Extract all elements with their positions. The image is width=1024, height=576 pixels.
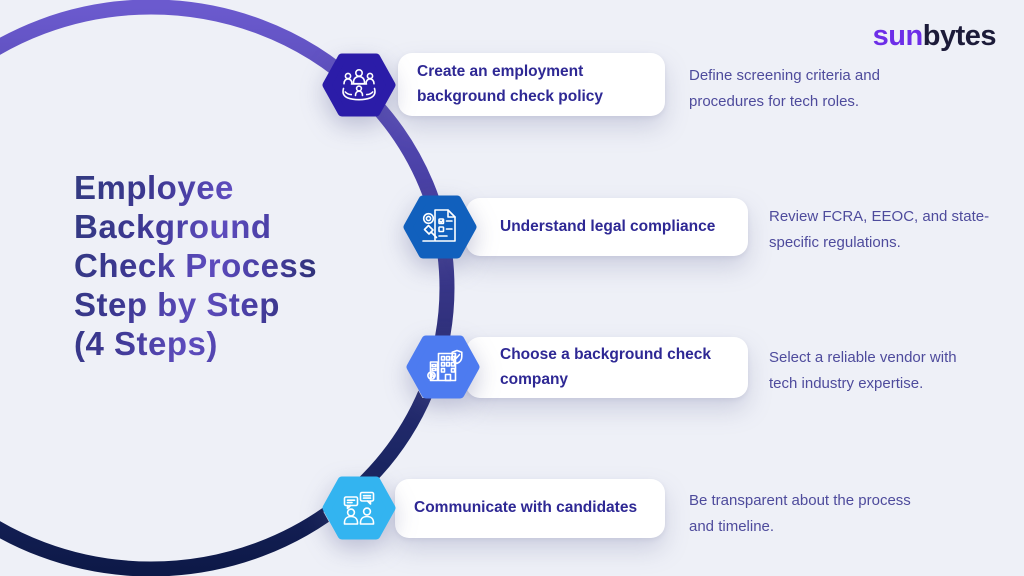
- page-title-line: Check Process: [74, 247, 318, 284]
- team-in-hands-icon: [342, 69, 376, 101]
- page-title: Employee Background Check Process Step b…: [74, 168, 317, 363]
- step-hexagon-2: [403, 195, 477, 259]
- logo-part-sun: sun: [872, 20, 924, 52]
- step-card-4: Communicate with candidates: [395, 479, 665, 538]
- step-title: Choose a background check company: [500, 346, 712, 388]
- page-title-line: Employee: [74, 169, 234, 206]
- legal-compliance-icon: [422, 209, 456, 242]
- step-hexagon-4: [322, 476, 396, 540]
- step-description-1: Define screening criteria and procedures…: [689, 67, 880, 110]
- step-title: Understand legal compliance: [500, 217, 716, 235]
- step-hexagon-1: [322, 53, 396, 117]
- step-description-3: Select a reliable vendor with tech indus…: [769, 349, 957, 392]
- step-description-4: Be transparent about the process and tim…: [689, 492, 911, 535]
- step-card-3: Choose a background check company: [466, 337, 748, 398]
- step-card-1: Create an employment background check po…: [398, 53, 665, 116]
- chat-people-icon: [343, 491, 375, 525]
- step-card-2: Understand legal compliance: [466, 198, 748, 256]
- step-title: Create an employment background check po…: [417, 63, 604, 105]
- logo-part-bytes: bytes: [922, 20, 997, 52]
- step-hexagon-3: [406, 335, 480, 399]
- step-description-2: Review FCRA, EEOC, and state-specific re…: [769, 208, 990, 251]
- sunbytes-logo: sunbytes: [872, 20, 997, 53]
- company-building-icon: [427, 349, 463, 382]
- step-title: Communicate with candidates: [414, 499, 638, 517]
- page-title-line: Step by Step: [74, 286, 280, 323]
- page-title-line: Background: [74, 208, 272, 245]
- page-title-line: (4 Steps): [74, 325, 218, 362]
